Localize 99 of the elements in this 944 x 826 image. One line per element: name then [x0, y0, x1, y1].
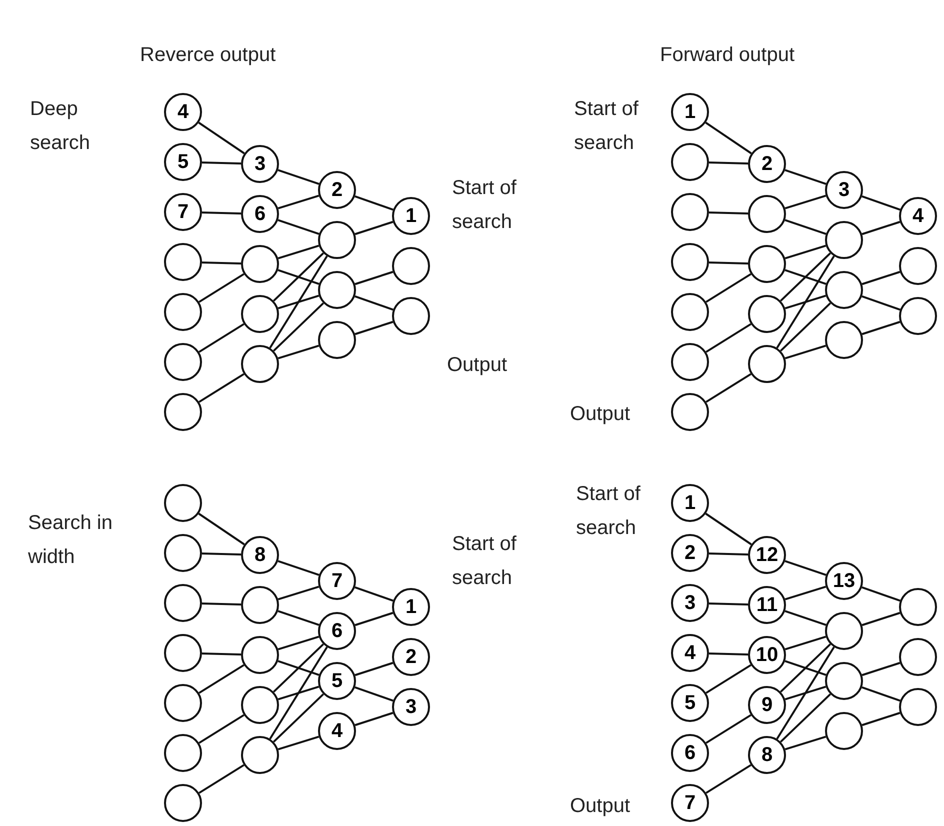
connector-line — [354, 270, 394, 286]
connector-line — [354, 295, 394, 311]
connector-line — [278, 560, 320, 576]
connector-line — [784, 219, 826, 235]
connector-line — [273, 643, 324, 693]
connector-line — [784, 344, 826, 360]
connector-line — [269, 256, 328, 348]
connector-line — [708, 162, 748, 164]
connector-line — [706, 323, 752, 353]
connector-line — [776, 256, 835, 348]
connector-line — [862, 270, 900, 286]
diagram-label: Forward output — [660, 43, 795, 68]
connector-line — [706, 664, 752, 694]
connector-line — [354, 686, 394, 702]
connector-line — [278, 194, 320, 210]
connector-line — [784, 269, 826, 285]
connector-line — [278, 610, 320, 626]
connector-line — [202, 652, 242, 656]
connector-line — [862, 320, 900, 336]
connector-line — [202, 552, 242, 556]
connector-line — [354, 662, 394, 676]
connector-line — [354, 220, 394, 236]
connector-line — [278, 736, 320, 750]
connector-line — [784, 636, 826, 650]
diagram-label: Output — [447, 353, 508, 378]
diagram-label: Deep search — [30, 97, 92, 156]
connector-line — [708, 652, 748, 656]
connector-line — [273, 252, 324, 302]
connector-line — [706, 764, 752, 794]
connector-line — [269, 646, 328, 740]
connector-line — [198, 323, 244, 353]
connector-line — [705, 122, 752, 154]
connector-line — [780, 643, 831, 693]
connector-line — [706, 373, 752, 403]
connector-line — [354, 320, 394, 336]
connector-line — [862, 662, 900, 676]
connector-line — [198, 122, 245, 154]
connector-line — [202, 262, 242, 264]
connector-line — [784, 660, 826, 676]
connector-line — [784, 194, 826, 210]
connector-line — [354, 586, 394, 602]
diagram-label: Search in width — [28, 511, 114, 570]
diagram-label: Start of search — [452, 176, 518, 235]
connector-line — [278, 660, 320, 676]
connector-line — [198, 764, 244, 794]
connector-line — [784, 686, 826, 700]
connector-line — [706, 714, 752, 744]
connector-line — [198, 373, 244, 403]
connector-line — [862, 195, 900, 211]
connector-line — [780, 302, 831, 352]
diagram-label: Reverce output — [140, 43, 276, 68]
diagram-label: Output — [570, 794, 630, 819]
connector-line — [198, 714, 244, 744]
connector-line — [278, 686, 320, 700]
connector-line — [273, 693, 324, 743]
connector-line — [278, 269, 320, 285]
diagram-label: Start of search — [452, 532, 518, 591]
connector-line — [862, 686, 900, 702]
connector-line — [278, 586, 320, 600]
connector-line — [354, 195, 394, 211]
diagram-label: Start of search — [576, 482, 642, 541]
connector-line — [862, 612, 900, 626]
connector-line — [708, 552, 748, 556]
connector-line — [784, 244, 826, 260]
connector-line — [278, 636, 320, 650]
connector-line — [354, 712, 394, 726]
connector-line — [780, 693, 831, 743]
connector-line — [278, 294, 320, 310]
connector-line — [202, 212, 242, 214]
connector-line — [708, 602, 748, 606]
connector-line — [862, 295, 900, 311]
connector-line — [278, 169, 320, 185]
connector-line — [784, 169, 826, 185]
connector-line — [784, 294, 826, 310]
connector-line — [278, 219, 320, 235]
connector-line — [706, 273, 752, 303]
connector-line — [780, 252, 831, 302]
connector-line — [202, 602, 242, 606]
connector-line — [278, 344, 320, 360]
connector-line — [776, 646, 835, 740]
connector-line — [278, 244, 320, 260]
diagram-label: Start of search — [574, 97, 640, 156]
connector-line — [273, 302, 324, 352]
connector-line — [862, 586, 900, 602]
connector-line — [862, 220, 900, 236]
connector-line — [784, 586, 826, 600]
connector-line — [862, 712, 900, 726]
connector-line — [784, 560, 826, 576]
connector-line — [784, 736, 826, 750]
connector-line — [708, 262, 748, 264]
connector-line — [198, 273, 244, 303]
connector-line — [705, 512, 752, 546]
connector-line — [198, 512, 245, 546]
connector-line — [354, 612, 394, 626]
connector-line — [784, 610, 826, 626]
diagram-label: Output — [570, 402, 630, 427]
connector-line — [198, 664, 244, 694]
connector-line — [202, 162, 242, 164]
connector-line — [708, 212, 748, 214]
